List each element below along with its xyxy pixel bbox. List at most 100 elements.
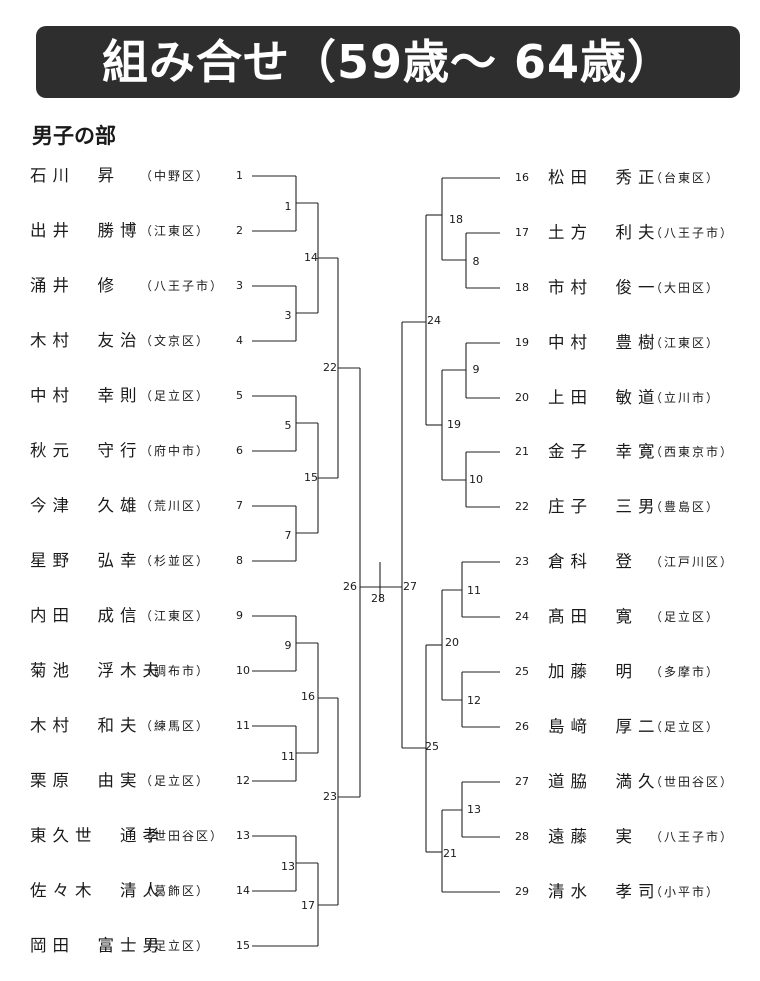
seed-number: 28 xyxy=(515,830,529,843)
match-number: 26 xyxy=(343,580,357,593)
seed-number: 18 xyxy=(515,281,529,294)
seed-number: 2 xyxy=(236,224,243,237)
player-name: 星野 弘幸 xyxy=(30,551,143,570)
player-club: （八王子市） xyxy=(650,226,735,240)
player-club: （荒川区） xyxy=(140,499,211,513)
match-number: 25 xyxy=(425,740,439,753)
player-club: （立川市） xyxy=(650,391,721,405)
player-club: （足立区） xyxy=(650,720,721,734)
match-number: 9 xyxy=(285,639,292,652)
player-club: （練馬区） xyxy=(140,719,211,733)
player-club: （中野区） xyxy=(140,169,211,183)
player-club: （足立区） xyxy=(140,939,211,953)
match-number: 10 xyxy=(469,473,483,486)
match-number: 11 xyxy=(467,584,481,597)
match-number: 27 xyxy=(403,580,417,593)
player-club: （八王子市） xyxy=(650,830,735,844)
player-club: （杉並区） xyxy=(140,554,211,568)
page-title: 組み合せ（59歳～ 64歳） xyxy=(101,35,675,89)
seed-number: 21 xyxy=(515,445,529,458)
player-name: 佐々木 清人 xyxy=(30,881,165,900)
title-banner: 組み合せ（59歳～ 64歳） xyxy=(36,26,740,98)
match-number: 23 xyxy=(323,790,337,803)
match-number: 22 xyxy=(323,361,337,374)
player-club: （足立区） xyxy=(140,389,211,403)
seed-number: 11 xyxy=(236,719,250,732)
player-name: 道脇 満久 xyxy=(548,772,661,791)
match-number: 17 xyxy=(301,899,315,912)
player-club: （台東区） xyxy=(650,171,721,185)
match-number: 11 xyxy=(281,750,295,763)
player-name: 栗原 由実 xyxy=(30,771,143,790)
player-club: （西東京市） xyxy=(650,445,735,459)
seed-number: 26 xyxy=(515,720,529,733)
section-title: 男子の部 xyxy=(32,124,116,148)
player-name: 出井 勝博 xyxy=(30,221,143,240)
match-number: 14 xyxy=(304,251,318,264)
seed-number: 14 xyxy=(236,884,250,897)
match-number: 12 xyxy=(467,694,481,707)
player-name: 金子 幸寛 xyxy=(548,442,661,461)
player-name: 松田 秀正 xyxy=(548,168,661,187)
player-name: 中村 幸則 xyxy=(30,386,143,405)
match-number: 1 xyxy=(285,200,292,213)
seed-number: 16 xyxy=(515,171,529,184)
player-name: 中村 豊樹 xyxy=(548,333,661,352)
seed-number: 22 xyxy=(515,500,529,513)
player-club: （江東区） xyxy=(650,336,721,350)
player-club: （足立区） xyxy=(140,774,211,788)
seed-number: 12 xyxy=(236,774,250,787)
player-club: （葛飾区） xyxy=(140,884,211,898)
match-number: 9 xyxy=(473,363,480,376)
player-club: （世田谷区） xyxy=(650,775,735,789)
seed-number: 4 xyxy=(236,334,243,347)
player-name: 上田 敏道 xyxy=(548,388,661,407)
seed-number: 19 xyxy=(515,336,529,349)
player-name: 涌井 修 xyxy=(30,276,120,295)
player-name: 加藤 明 xyxy=(548,662,638,681)
player-club: （小平市） xyxy=(650,885,721,899)
seed-number: 5 xyxy=(236,389,243,402)
match-number: 15 xyxy=(304,471,318,484)
player-name: 石川 昇 xyxy=(30,166,120,185)
match-number: 8 xyxy=(473,255,480,268)
player-club: （文京区） xyxy=(140,334,211,348)
player-name: 島﨑 厚二 xyxy=(548,717,661,736)
match-number: 16 xyxy=(301,690,315,703)
seed-number: 13 xyxy=(236,829,250,842)
player-name: 清水 孝司 xyxy=(548,882,661,901)
seed-number: 25 xyxy=(515,665,529,678)
seed-number: 7 xyxy=(236,499,243,512)
match-number: 7 xyxy=(285,529,292,542)
player-club: （江東区） xyxy=(140,224,211,238)
player-name: 土方 利夫 xyxy=(548,223,661,242)
seed-number: 10 xyxy=(236,664,250,677)
seed-number: 1 xyxy=(236,169,243,182)
seed-number: 17 xyxy=(515,226,529,239)
player-club: （豊島区） xyxy=(650,500,721,514)
player-name: 内田 成信 xyxy=(30,606,143,625)
player-name: 木村 友治 xyxy=(30,331,143,350)
player-club: （府中市） xyxy=(140,444,211,458)
player-name: 木村 和夫 xyxy=(30,716,143,735)
player-name: 岡田 富士男 xyxy=(30,936,165,955)
match-number: 3 xyxy=(285,309,292,322)
player-name: 遠藤 実 xyxy=(548,827,638,846)
player-club: （調布市） xyxy=(140,664,211,678)
seed-number: 15 xyxy=(236,939,250,952)
match-number: 5 xyxy=(285,419,292,432)
match-number: 18 xyxy=(449,213,463,226)
match-number: 19 xyxy=(447,418,461,431)
player-club: （江東区） xyxy=(140,609,211,623)
player-club: （大田区） xyxy=(650,281,721,295)
player-name: 秋元 守行 xyxy=(30,441,143,460)
seed-number: 9 xyxy=(236,609,243,622)
player-name: 今津 久雄 xyxy=(30,496,143,515)
player-name: 市村 俊一 xyxy=(548,278,661,297)
seed-number: 20 xyxy=(515,391,529,404)
match-number: 13 xyxy=(281,860,295,873)
player-club: （足立区） xyxy=(650,610,721,624)
player-name: 倉科 登 xyxy=(548,552,638,571)
player-club: （八王子市） xyxy=(140,279,225,293)
